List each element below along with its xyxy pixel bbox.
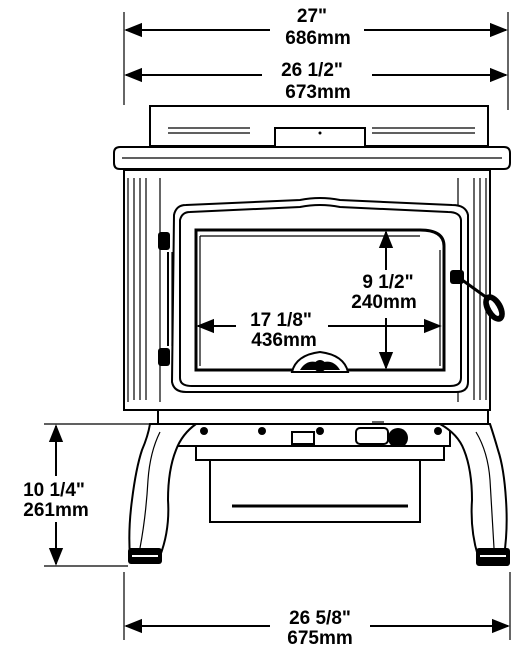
dimension-base-width: 26 5/8" 675mm — [123, 572, 511, 649]
door-handle — [450, 270, 505, 322]
base-width-imperial: 26 5/8" — [289, 608, 351, 629]
top-hinge — [158, 232, 170, 250]
base-ledge — [157, 409, 489, 425]
air-control-knob — [388, 428, 408, 448]
door-width-imperial: 17 1/8" — [250, 310, 312, 331]
door-frame-inner — [179, 204, 462, 387]
ash-drawer — [209, 459, 421, 523]
right-leg — [436, 423, 510, 566]
air-control-slot — [291, 431, 315, 445]
door-height-imperial: 9 1/2" — [362, 272, 413, 293]
top-overall-metric: 686mm — [285, 28, 351, 49]
stove-base — [157, 409, 489, 523]
dimension-door-width: 17 1/8" 436mm — [196, 310, 442, 351]
leg-height-imperial: 10 1/4" — [23, 480, 85, 501]
top-inner-metric: 673mm — [285, 82, 351, 103]
left-leg — [128, 423, 200, 564]
stove-door — [158, 197, 505, 393]
dimension-leg-height: 10 1/4" 261mm — [23, 423, 156, 567]
base-width-metric: 675mm — [287, 628, 353, 649]
door-height-metric: 240mm — [351, 292, 417, 313]
bottom-hinge — [158, 348, 170, 366]
door-width-metric: 436mm — [251, 330, 317, 351]
ash-drawer-top — [195, 445, 445, 461]
top-overall-imperial: 27" — [297, 6, 327, 27]
dimension-top-inner: 26 1/2" 673mm — [124, 60, 508, 103]
top-inner-imperial: 26 1/2" — [281, 60, 343, 81]
door-frame-outer — [170, 197, 469, 393]
door-glass — [194, 228, 446, 372]
leg-height-metric: 261mm — [23, 500, 89, 521]
dimension-top-overall: 27" 686mm — [123, 6, 509, 110]
air-control-lever — [355, 427, 389, 445]
